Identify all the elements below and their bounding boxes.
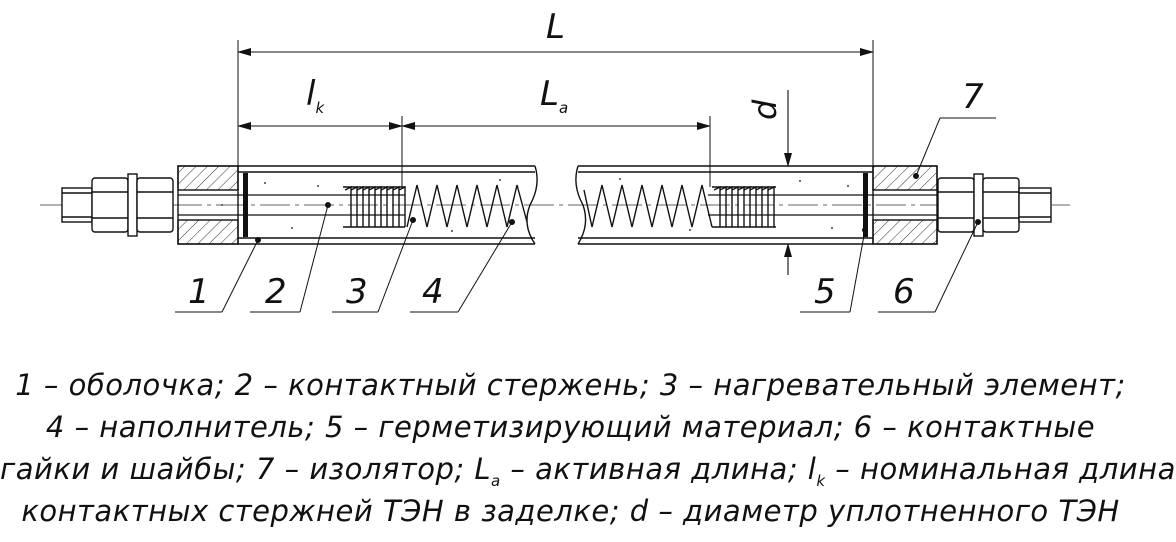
contact-rods: [178, 194, 937, 216]
heating-spiral: [406, 184, 713, 228]
sheath-left: [238, 165, 538, 245]
callout-4: 4: [422, 272, 444, 312]
filler-dots: [221, 178, 849, 232]
left-seal: [243, 173, 248, 237]
left-terminal: [61, 173, 174, 237]
callout-5: 5: [814, 272, 836, 312]
dim-L-label: L: [546, 7, 565, 47]
caption-line-3: гайки и шайбы; 7 – изолятор; La – активн…: [0, 452, 1176, 490]
caption-line-1: 1 – оболочка; 2 – контактный стержень; 3…: [15, 368, 1126, 402]
tight-coil-right: [712, 185, 776, 228]
dim-d-label: d: [746, 99, 784, 120]
tight-coil-left: [343, 185, 406, 228]
right-seal: [863, 173, 868, 237]
left-insulator: [177, 165, 239, 245]
extension-lines: [237, 40, 874, 245]
dimension-lines: [237, 48, 874, 275]
callout-7: 7: [962, 77, 984, 117]
callout-6: 6: [893, 272, 915, 312]
callout-1: 1: [188, 272, 210, 312]
dim-La-label: La: [540, 74, 568, 117]
leader-lines: [175, 117, 996, 313]
dim-lk-label: lk: [306, 74, 325, 117]
right-insulator: [872, 165, 938, 245]
callout-3: 3: [346, 272, 368, 312]
callout-2: 2: [265, 272, 287, 312]
heating-element-drawing: L lk La d 1 2 3 4 5 6 7: [40, 7, 1070, 313]
caption-line-4: контактных стержней ТЭН в заделке; d – д…: [21, 494, 1120, 528]
sheath-right: [575, 165, 873, 245]
right-terminal: [937, 173, 1052, 237]
caption-line-2: 4 – наполнитель; 5 – герметизирующий мат…: [45, 410, 1096, 444]
